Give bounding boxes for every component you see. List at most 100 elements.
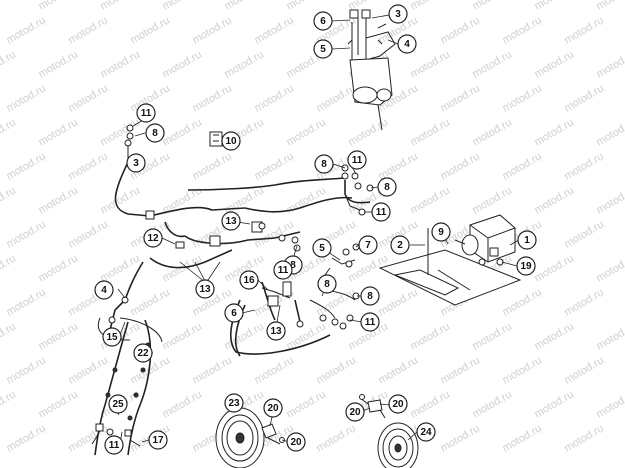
watermark-text: motod.ru: [562, 218, 606, 250]
callout-number: 20: [392, 399, 404, 410]
callout-number: 8: [367, 291, 373, 302]
watermark-text: motod.ru: [408, 388, 452, 420]
part-callout: 11: [371, 202, 391, 222]
clip-part: [209, 131, 223, 147]
callout-circle: [388, 4, 408, 24]
watermark-text: motod.ru: [314, 82, 358, 114]
part-callout: 5: [312, 238, 332, 258]
watermark-text: motod.ru: [500, 354, 544, 386]
watermark-text: motod.ru: [438, 82, 482, 114]
watermark-text: motod.ru: [98, 252, 142, 284]
watermark-text: motod.ru: [252, 14, 296, 46]
callout-circle: [313, 11, 333, 31]
watermark-text: motod.ru: [0, 116, 18, 148]
watermark-text: motod.ru: [160, 116, 204, 148]
callout-circle: [239, 270, 259, 290]
watermark-text: motod.ru: [4, 422, 48, 454]
callout-circle: [273, 260, 293, 280]
part-callout: 1: [517, 230, 537, 250]
callout-circle: [390, 235, 410, 255]
callout-circle: [371, 202, 391, 222]
part-callout: 20: [286, 432, 306, 452]
part-callout: 2: [390, 235, 410, 255]
callout-number: 8: [321, 159, 327, 170]
rear-wheel-speed-sensor: [359, 394, 386, 419]
watermark-text: motod.ru: [594, 184, 625, 216]
watermark-text: motod.ru: [66, 82, 110, 114]
part-callout: 20: [388, 394, 408, 414]
part-callout: 11: [136, 103, 156, 123]
callout-number: 9: [438, 227, 444, 238]
callout-circle: [314, 154, 334, 174]
watermark-text: motod.ru: [0, 252, 18, 284]
part-callout: 6: [313, 11, 333, 31]
watermark-text: motod.ru: [470, 48, 514, 80]
watermark-text: motod.ru: [66, 354, 110, 386]
callout-circle: [148, 430, 168, 450]
watermark-text: motod.ru: [284, 320, 328, 352]
watermark-text: motod.ru: [470, 0, 514, 13]
callout-number: 12: [147, 233, 159, 244]
watermark-text: motod.ru: [532, 388, 576, 420]
watermark-text: motod.ru: [36, 48, 80, 80]
watermark-text: motod.ru: [36, 320, 80, 352]
watermark-text: motod.ru: [190, 14, 234, 46]
callout-circle: [516, 256, 536, 276]
watermark-text: motod.ru: [4, 286, 48, 318]
watermark-text: motod.ru: [0, 0, 18, 13]
callout-circle: [195, 279, 215, 299]
part-callout: 13: [221, 211, 241, 231]
watermark-text: motod.ru: [36, 116, 80, 148]
watermark-text: motod.ru: [222, 0, 266, 13]
part-callout: 11: [360, 312, 380, 332]
watermark-text: motod.ru: [4, 14, 48, 46]
watermark-text: motod.ru: [594, 388, 625, 420]
watermark-text: motod.ru: [98, 48, 142, 80]
watermark-text: motod.ru: [66, 14, 110, 46]
watermark-text: motod.ru: [4, 82, 48, 114]
watermark-text: motod.ru: [222, 48, 266, 80]
callout-number: 8: [290, 260, 296, 271]
callout-number: 10: [225, 136, 237, 147]
front-wheel-speed-sensor: [261, 423, 285, 445]
part-callout: 3: [126, 153, 146, 173]
callout-number: 19: [520, 261, 532, 272]
watermark-text: motod.ru: [98, 184, 142, 216]
watermark-text: motod.ru: [190, 150, 234, 182]
front-fork-sensor-cable: [91, 296, 163, 456]
callout-circle: [397, 34, 417, 54]
callout-circle: [388, 394, 408, 414]
callout-circle: [221, 211, 241, 231]
watermark-text: motod.ru: [532, 320, 576, 352]
upper-right-brake-line: [341, 164, 374, 216]
part-callout: 4: [397, 34, 417, 54]
part-callout: 12: [143, 228, 163, 248]
part-callout: 20: [263, 398, 283, 418]
watermark-text: motod.ru: [0, 388, 18, 420]
watermark-text: motod.ru: [252, 82, 296, 114]
callout-circle: [224, 303, 244, 323]
callout-circle: [358, 235, 378, 255]
watermark-text: motod.ru: [128, 286, 172, 318]
callout-number: 8: [384, 182, 390, 193]
watermark-text: motod.ru: [470, 116, 514, 148]
watermark-text: motod.ru: [0, 320, 18, 352]
watermark-text: motod.ru: [252, 354, 296, 386]
watermark-text: motod.ru: [190, 354, 234, 386]
watermark-text: motod.ru: [470, 388, 514, 420]
watermark-text: motod.ru: [314, 354, 358, 386]
callout-number: 11: [376, 207, 387, 218]
callout-number: 16: [243, 275, 255, 286]
part-callout: 16: [239, 270, 259, 290]
callout-circle: [312, 238, 332, 258]
abs-module-assembly: [378, 214, 522, 306]
callout-circle: [313, 39, 333, 59]
banjo-fittings-upper-left: [124, 124, 134, 162]
part-callout: 5: [313, 39, 333, 59]
callout-number: 13: [199, 284, 211, 295]
callout-number: 11: [365, 317, 376, 328]
part-callout: 8: [314, 154, 334, 174]
part-callout: 11: [273, 260, 293, 280]
